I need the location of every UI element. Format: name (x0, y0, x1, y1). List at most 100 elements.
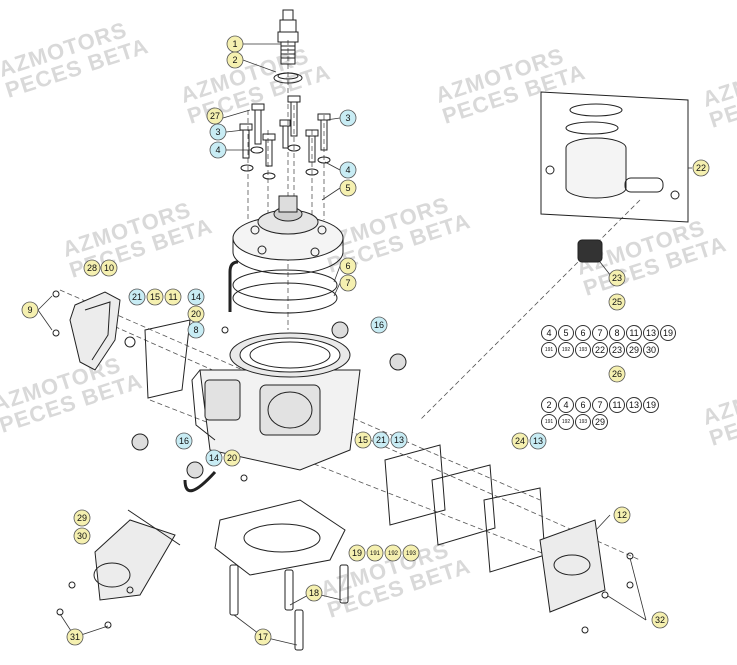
svg-text:21: 21 (376, 435, 386, 445)
svg-text:2: 2 (232, 55, 237, 65)
svg-text:10: 10 (104, 263, 114, 273)
kit-26-item: 2 (541, 397, 557, 413)
svg-text:9: 9 (27, 305, 32, 315)
svg-text:25: 25 (612, 297, 622, 307)
svg-text:22: 22 (696, 163, 706, 173)
kit-26-item: 19 (643, 397, 659, 413)
coolant-hose-bottom (183, 470, 217, 493)
kit-26-item: 11 (609, 397, 625, 413)
spark-plug (273, 9, 303, 84)
svg-text:13: 13 (533, 436, 543, 446)
svg-text:193: 193 (406, 551, 417, 557)
svg-text:13: 13 (394, 435, 404, 445)
svg-text:26: 26 (612, 369, 622, 379)
svg-text:16: 16 (374, 320, 384, 330)
svg-text:27: 27 (210, 111, 220, 121)
callout-192: 192 (384, 544, 402, 562)
svg-text:17: 17 (258, 632, 268, 642)
callout-4-left: 4 (209, 141, 227, 159)
callout-14-bottom: 14 (205, 449, 223, 467)
callout-32: 32 (651, 611, 669, 629)
callout-20-top: 20 (187, 305, 205, 323)
base-gasket (214, 499, 346, 576)
callout-15-top: 15 (146, 288, 164, 306)
svg-text:8: 8 (193, 325, 198, 335)
svg-text:24: 24 (515, 436, 525, 446)
callout-7: 7 (339, 274, 357, 292)
svg-text:5: 5 (345, 183, 350, 193)
kit-26-item: 4 (558, 397, 574, 413)
cylinder-studs (229, 564, 349, 651)
callout-6: 6 (339, 257, 357, 275)
gasket-kit-26-contents: 2 4 6 7 11 13 19 191 192 193 29 (541, 397, 661, 430)
svg-text:30: 30 (77, 531, 87, 541)
callout-21-bottom: 21 (372, 431, 390, 449)
coolant-hose-top (228, 260, 239, 312)
gasket-kit-25-contents: 4 5 6 7 8 11 13 19 191 192 193 22 23 29 … (541, 325, 687, 358)
callout-16-right: 16 (370, 316, 388, 334)
svg-text:16: 16 (179, 436, 189, 446)
head-bolts (239, 95, 331, 180)
svg-text:23: 23 (612, 273, 622, 283)
callout-13-right: 13 (529, 432, 547, 450)
cylinder-body (131, 321, 407, 479)
callout-10: 10 (100, 259, 118, 277)
power-valve-cover (56, 509, 181, 629)
callout-9: 9 (21, 301, 39, 319)
callout-29: 29 (73, 509, 91, 527)
callout-191: 191 (366, 544, 384, 562)
callout-2: 2 (226, 51, 244, 69)
svg-text:6: 6 (345, 261, 350, 271)
svg-text:18: 18 (309, 588, 319, 598)
kit-26-item: 13 (626, 397, 642, 413)
callout-19: 19 (348, 544, 366, 562)
callout-16-left: 16 (175, 432, 193, 450)
cylinder-head (232, 195, 344, 275)
kit-25-item: 23 (609, 342, 625, 358)
svg-text:11: 11 (168, 292, 177, 302)
callout-15-bottom: 15 (354, 431, 372, 449)
svg-text:20: 20 (227, 453, 237, 463)
svg-text:1: 1 (232, 39, 237, 49)
svg-text:3: 3 (345, 113, 350, 123)
svg-text:191: 191 (370, 551, 381, 557)
callout-27: 27 (206, 107, 224, 125)
side-cover-left (52, 290, 191, 399)
callout-11: 11 (164, 288, 182, 306)
needle-bearing (577, 239, 603, 263)
kit-25-item: 6 (575, 325, 591, 341)
callout-3-left: 3 (209, 123, 227, 141)
kit-25-item: 192 (558, 342, 574, 358)
head-oring-6 (232, 269, 338, 301)
callout-12: 12 (613, 506, 631, 524)
kit-25-item: 19 (660, 325, 676, 341)
svg-text:7: 7 (345, 278, 350, 288)
callout-31: 31 (66, 628, 84, 646)
svg-text:4: 4 (345, 165, 350, 175)
kit-26-item: 191 (541, 414, 557, 430)
kit-25-item: 191 (541, 342, 557, 358)
kit-26-item: 193 (575, 414, 591, 430)
callout-4-right: 4 (339, 161, 357, 179)
svg-text:29: 29 (77, 513, 87, 523)
callout-17: 17 (254, 628, 272, 646)
callout-24: 24 (511, 432, 529, 450)
head-oring-7 (232, 282, 338, 314)
kit-25-item: 11 (626, 325, 642, 341)
kit-25-item: 5 (558, 325, 574, 341)
kit-25-item: 4 (541, 325, 557, 341)
kit-25-item: 13 (643, 325, 659, 341)
kit-25-item: 30 (643, 342, 659, 358)
callout-28: 28 (83, 259, 101, 277)
svg-text:20: 20 (191, 309, 201, 319)
piston-kit-box (540, 91, 689, 223)
callout-25: 25 (608, 293, 626, 311)
kit-26-item: 29 (592, 414, 608, 430)
callout-1: 1 (226, 35, 244, 53)
callout-5: 5 (339, 179, 357, 197)
kit-25-item: 7 (592, 325, 608, 341)
callout-30: 30 (73, 527, 91, 545)
callout-26: 26 (608, 365, 626, 383)
